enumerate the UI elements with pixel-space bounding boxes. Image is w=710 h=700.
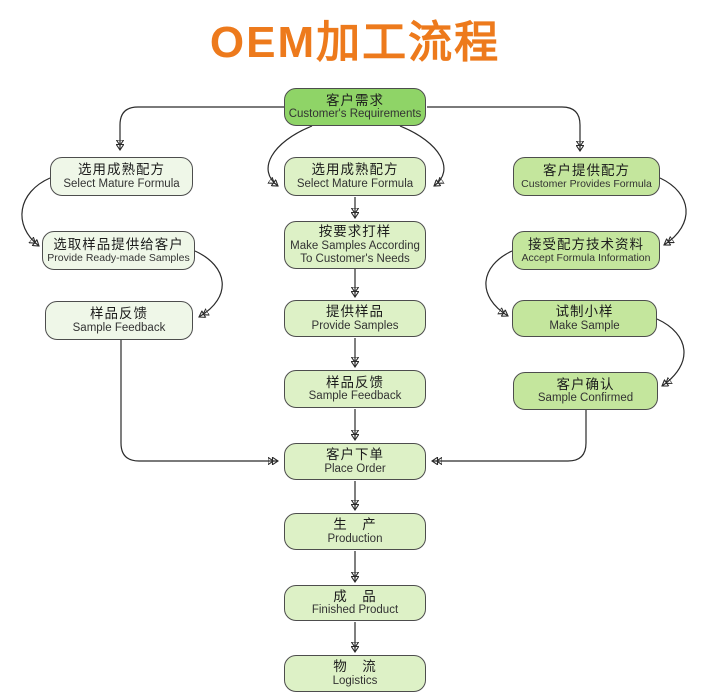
node-label-en: Provide Samples (311, 319, 399, 332)
node-label-en: Provide Ready-made Samples (47, 252, 190, 265)
node-select-mature-formula-middle: 选用成熟配方 Select Mature Formula (284, 157, 426, 196)
arrow-right4-to-place-order (432, 410, 587, 461)
node-accept-formula-information: 接受配方技术资料 Accept Formula Information (512, 231, 660, 270)
node-label-en: Sample Feedback (308, 390, 402, 403)
arrow-top-to-mid1-left (268, 125, 313, 186)
node-label-zh: 按要求打样 (318, 224, 392, 240)
node-label-en: Accept Formula Information (521, 252, 651, 265)
node-label-zh: 提供样品 (326, 304, 384, 320)
node-label-zh: 成 品 (333, 588, 377, 604)
node-label-en: Make Sample (549, 319, 620, 332)
node-label-zh: 试制小样 (555, 304, 614, 320)
node-label-en: Make Samples According To Customer's Nee… (290, 239, 420, 265)
node-customer-requirements: 客户需求 Customer's Requirements (284, 88, 426, 126)
node-logistics: 物 流 Logistics (284, 655, 426, 692)
arrow-top-to-left1 (120, 106, 285, 150)
node-label-zh: 选用成熟配方 (78, 162, 165, 178)
node-label-zh: 客户下单 (326, 447, 384, 463)
page-title: OEM加工流程 (209, 18, 501, 67)
node-label-en: Select Mature Formula (296, 177, 414, 190)
node-label-en: Place Order (324, 462, 386, 475)
node-label-zh: 样品反馈 (326, 374, 384, 390)
arrow-left3-to-place-order (120, 340, 278, 461)
node-sample-feedback-middle: 样品反馈 Sample Feedback (284, 370, 426, 408)
node-provide-samples: 提供样品 Provide Samples (284, 300, 426, 337)
node-production: 生 产 Production (284, 513, 426, 550)
node-label-zh: 选用成熟配方 (311, 162, 399, 178)
node-label-en: Select Mature Formula (63, 177, 180, 190)
node-make-sample: 试制小样 Make Sample (512, 300, 657, 337)
node-label-en: Customer Provides Formula (521, 178, 652, 191)
node-place-order: 客户下单 Place Order (284, 443, 426, 480)
node-label-zh: 样品反馈 (90, 306, 148, 322)
node-label-en: Sample Feedback (72, 321, 166, 334)
node-label-en: Production (327, 532, 383, 545)
node-provide-ready-made-samples: 选取样品提供给客户 Provide Ready-made Samples (42, 231, 195, 270)
node-customer-provides-formula: 客户提供配方 Customer Provides Formula (513, 157, 660, 196)
node-finished-product: 成 品 Finished Product (284, 585, 426, 621)
arrow-right1-to-right2 (659, 177, 687, 245)
node-label-en: Sample Confirmed (537, 392, 634, 405)
node-label-zh: 客户提供配方 (543, 162, 630, 178)
arrow-right2-to-right3 (485, 250, 513, 316)
node-label-en: Customer's Requirements (288, 108, 422, 121)
node-label-zh: 选取样品提供给客户 (53, 236, 184, 252)
node-label-en: Logistics (332, 674, 378, 687)
node-label-en: Finished Product (311, 604, 399, 617)
node-label-zh: 接受配方技术资料 (528, 236, 644, 252)
node-label-zh: 客户需求 (326, 92, 384, 108)
node-label-zh: 生 产 (333, 517, 377, 533)
node-select-mature-formula-left: 选用成熟配方 Select Mature Formula (50, 157, 193, 196)
node-sample-feedback-left: 样品反馈 Sample Feedback (45, 301, 193, 340)
arrow-right3-to-right4 (656, 318, 685, 386)
arrow-top-to-right1 (427, 106, 580, 151)
node-make-samples-according: 按要求打样 Make Samples According To Customer… (284, 221, 426, 269)
arrow-top-to-mid1-right (399, 125, 444, 186)
node-label-zh: 物 流 (333, 659, 377, 675)
arrow-left1-to-left2 (21, 177, 51, 246)
node-sample-confirmed: 客户确认 Sample Confirmed (513, 372, 658, 410)
arrow-left2-to-left3 (194, 250, 223, 317)
node-label-zh: 客户确认 (556, 376, 615, 392)
